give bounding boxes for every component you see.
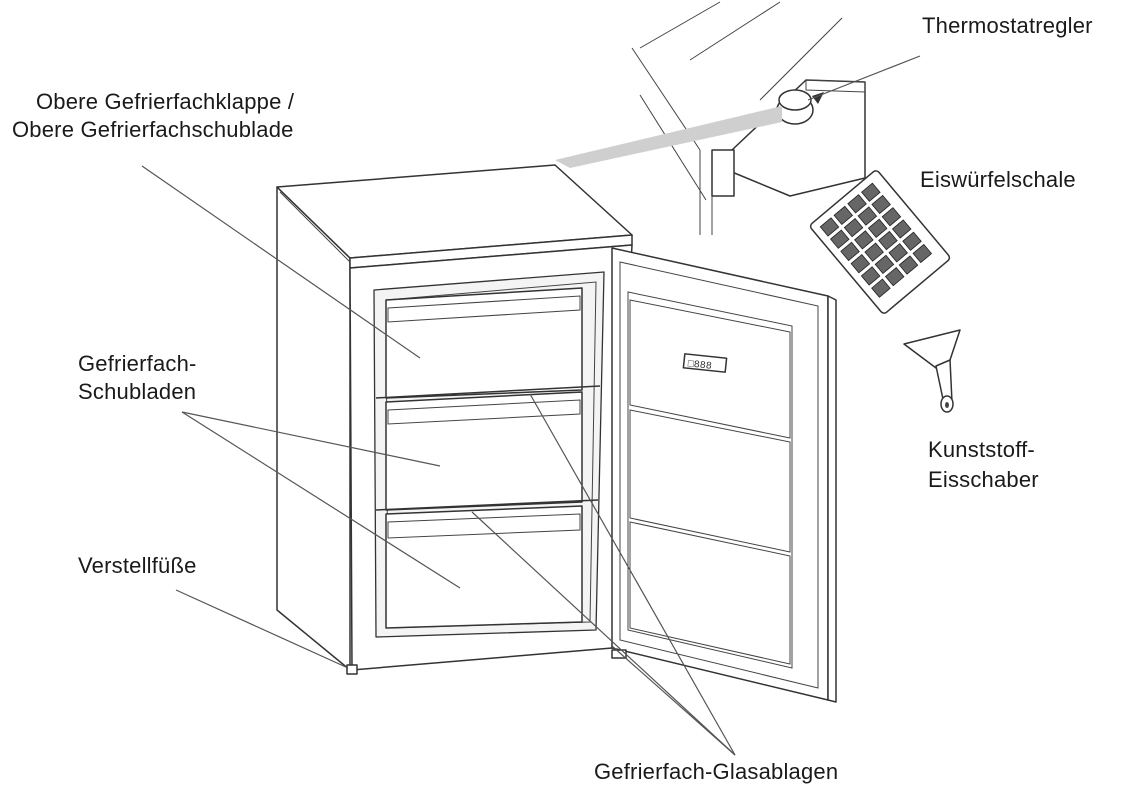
ice-scraper-illustration — [903, 329, 961, 413]
glass-shelf — [375, 385, 601, 399]
svg-text:□888: □888 — [687, 359, 712, 372]
freezer-door: □888 — [611, 247, 837, 703]
label-top-compartment-line1: Obere Gefrierfachklappe / — [36, 89, 295, 114]
label-drawers-line1: Gefrierfach- — [78, 351, 197, 376]
label-scraper-line2: Eisschaber — [928, 467, 1039, 492]
label-glass-shelves: Gefrierfach-Glasablagen — [594, 759, 839, 784]
label-thermostat: Thermostatregler — [922, 13, 1093, 38]
ice-cube-tray-illustration — [809, 170, 951, 314]
label-drawers-line2: Schubladen — [78, 379, 197, 404]
freezer-drawer — [385, 287, 583, 399]
freezer-drawer — [385, 505, 583, 629]
label-top-compartment-line2: Obere Gefrierfachschublade — [12, 117, 294, 142]
glass-shelf — [375, 499, 599, 511]
label-ice-tray: Eiswürfelschale — [920, 167, 1076, 192]
magnifier-beam — [555, 106, 782, 168]
label-adjustable-feet: Verstellfüße — [78, 553, 197, 578]
leader-lines — [141, 55, 921, 756]
freezer-drawer — [385, 391, 583, 511]
label-scraper-line1: Kunststoff- — [928, 437, 1035, 462]
